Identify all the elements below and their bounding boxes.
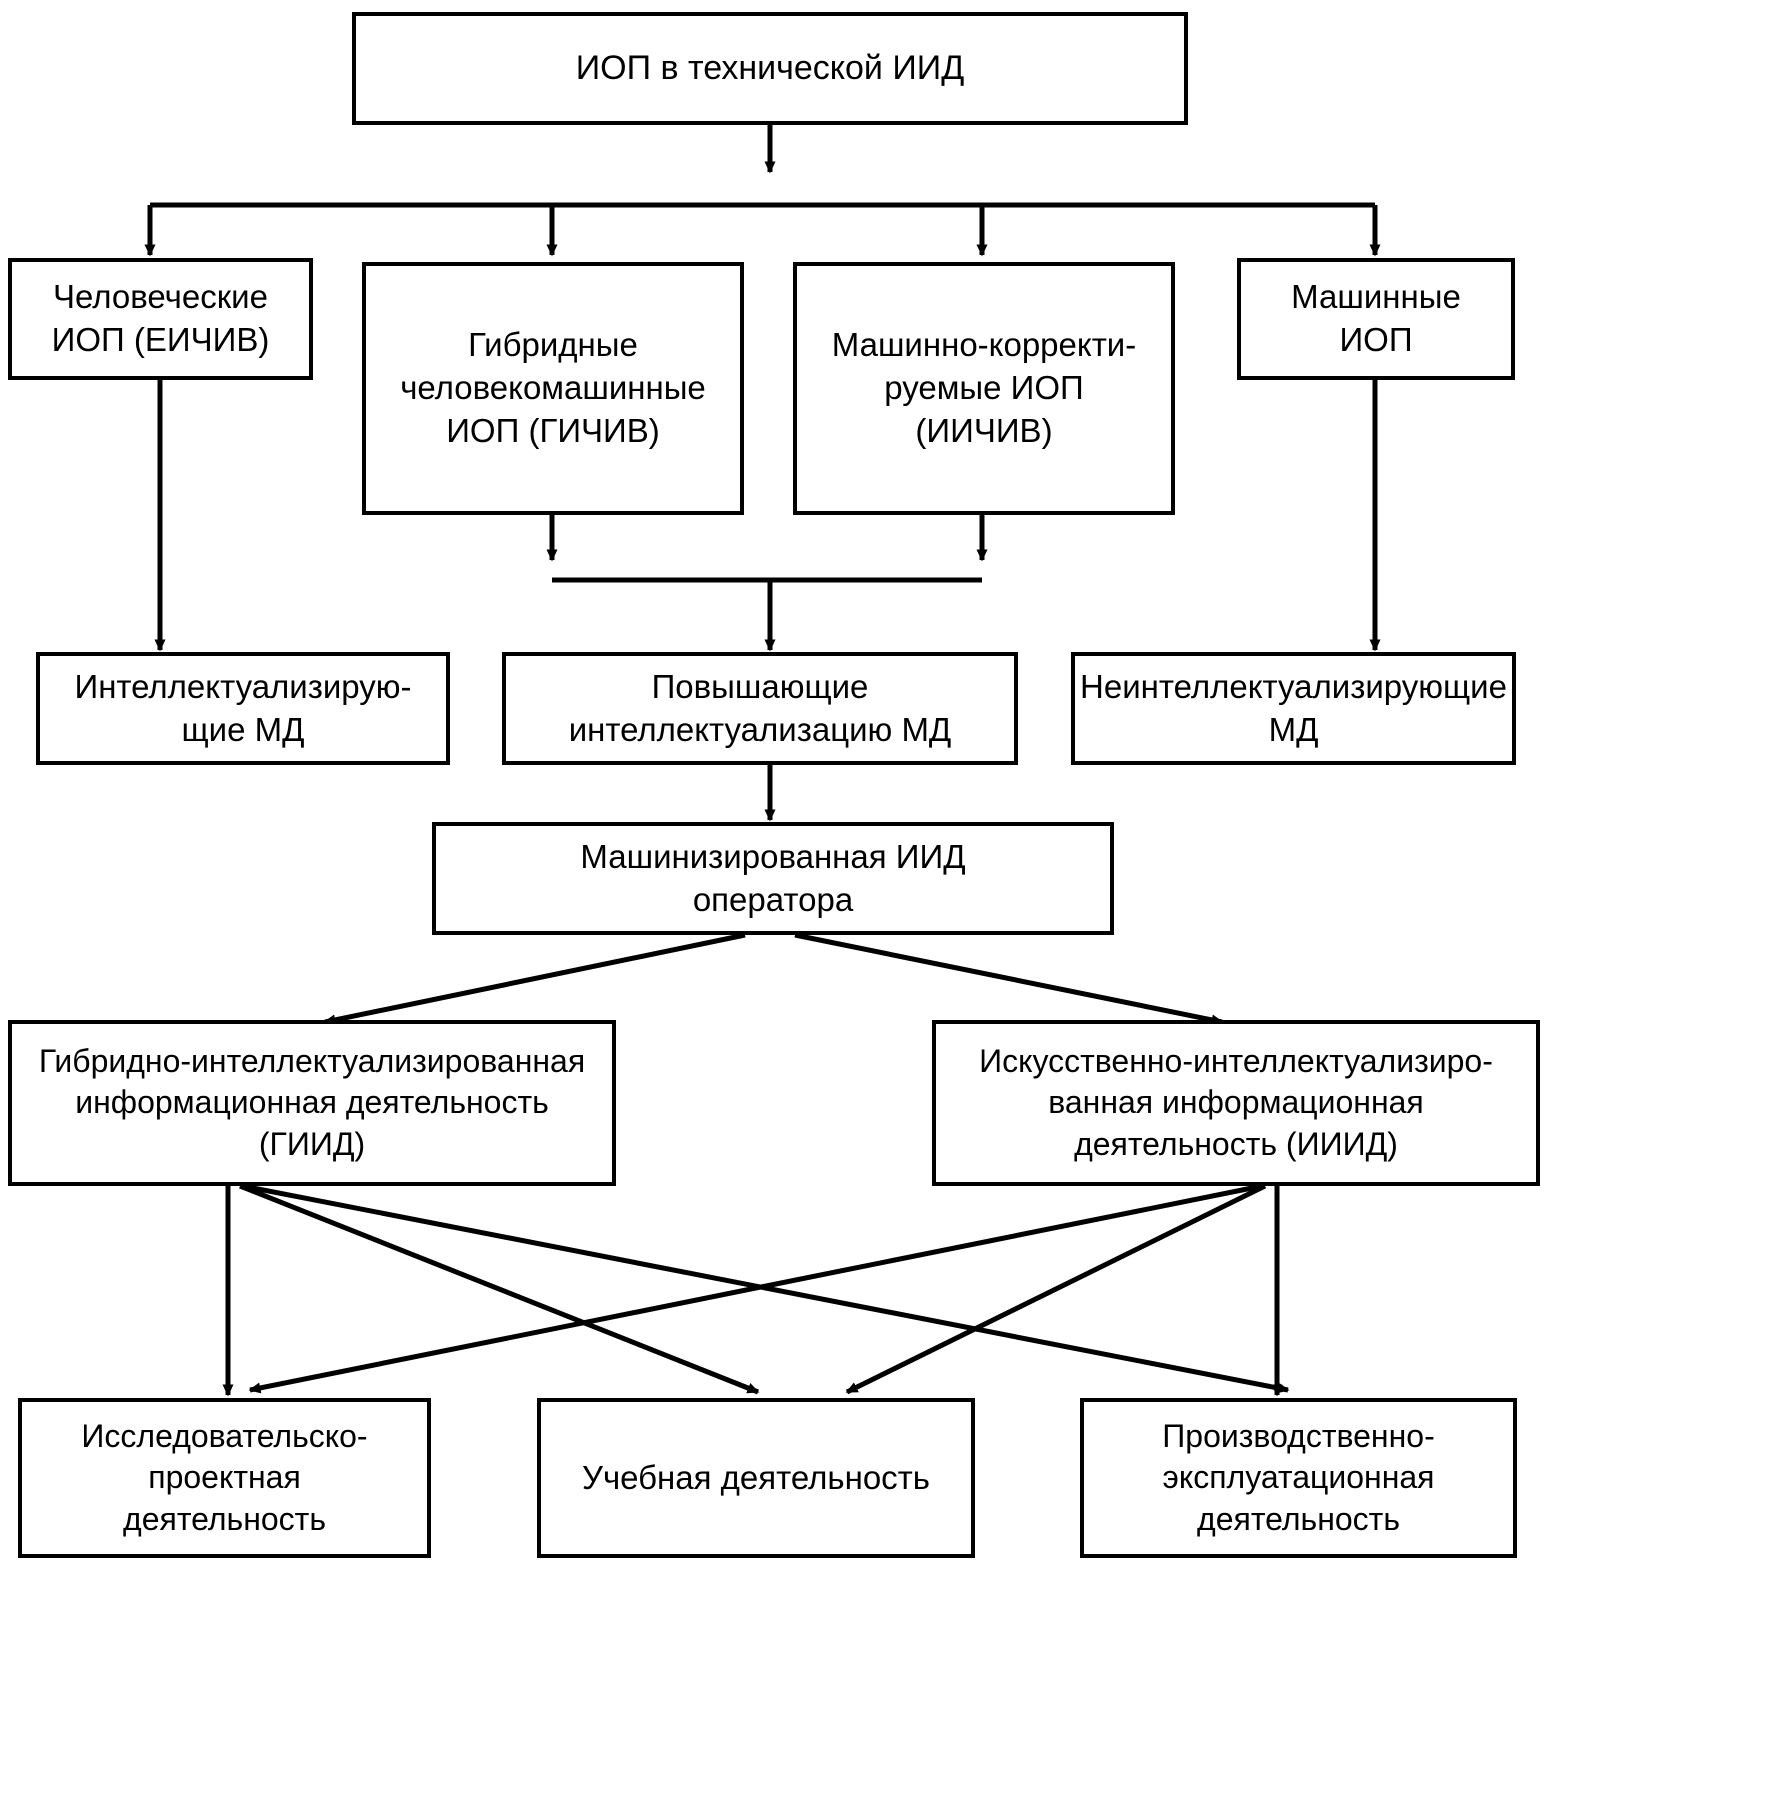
node-production-operational-activity[interactable]: Производственно- эксплуатационная деятел… xyxy=(1080,1398,1517,1558)
node-machine-corrected-iop[interactable]: Машинно-корректи- руемые ИОП (ИИЧИВ) xyxy=(793,262,1175,515)
node-hybrid-iop-label: Гибридные человекомашинные ИОП (ГИЧИВ) xyxy=(400,326,706,449)
node-iiid-label: Искусственно-интеллектуализиро- ванная и… xyxy=(979,1042,1493,1162)
node-educational-activity-label: Учебная деятельность xyxy=(582,1458,930,1496)
node-root[interactable]: ИОП в технической ИИД xyxy=(352,12,1188,125)
edge-giid-production xyxy=(242,1183,1290,1394)
node-giid-label: Гибридно-интеллектуализированная информа… xyxy=(38,1042,586,1162)
node-intellectualizing-md-label: Интеллектуализирую- щие МД xyxy=(74,667,412,748)
edge-giid-study xyxy=(239,1183,760,1395)
node-educational-activity[interactable]: Учебная деятельность xyxy=(537,1398,975,1558)
node-machine-iop[interactable]: Машинные ИОП xyxy=(1237,258,1515,380)
node-machine-corrected-iop-label: Машинно-корректи- руемые ИОП (ИИЧИВ) xyxy=(831,326,1137,449)
node-operator-mechanized-iid[interactable]: Машинизированная ИИД оператора xyxy=(432,822,1114,935)
node-human-iop[interactable]: Человеческие ИОП (ЕИЧИВ) xyxy=(8,258,313,380)
edge-iiid-study xyxy=(845,1183,1267,1395)
node-production-operational-activity-label: Производственно- эксплуатационная деятел… xyxy=(1162,1417,1435,1537)
node-iiid[interactable]: Искусственно-интеллектуализиро- ванная и… xyxy=(932,1020,1540,1186)
edge-operator-giid xyxy=(323,932,746,1026)
node-raising-intellectualization-md-label: Повышающие интеллектуализацию МД xyxy=(568,667,952,748)
node-hybrid-iop[interactable]: Гибридные человекомашинные ИОП (ГИЧИВ) xyxy=(362,262,744,515)
node-research-design-activity[interactable]: Исследовательско- проектная деятельность xyxy=(18,1398,431,1558)
node-nonintellectualizing-md-label: Неинтеллектуализирующие МД xyxy=(1080,667,1507,748)
node-root-label: ИОП в технической ИИД xyxy=(575,49,965,88)
node-intellectualizing-md[interactable]: Интеллектуализирую- щие МД xyxy=(36,652,450,765)
node-research-design-activity-label: Исследовательско- проектная деятельность xyxy=(81,1417,368,1537)
node-raising-intellectualization-md[interactable]: Повышающие интеллектуализацию МД xyxy=(502,652,1018,765)
node-human-iop-label: Человеческие ИОП (ЕИЧИВ) xyxy=(51,278,270,358)
node-giid[interactable]: Гибридно-интеллектуализированная информа… xyxy=(8,1020,616,1186)
edge-operator-iiid xyxy=(794,932,1224,1026)
edge-iiid-research xyxy=(248,1183,1263,1394)
node-nonintellectualizing-md[interactable]: Неинтеллектуализирующие МД xyxy=(1071,652,1516,765)
node-machine-iop-label: Машинные ИОП xyxy=(1291,278,1461,358)
node-operator-mechanized-iid-label: Машинизированная ИИД оператора xyxy=(580,837,966,918)
